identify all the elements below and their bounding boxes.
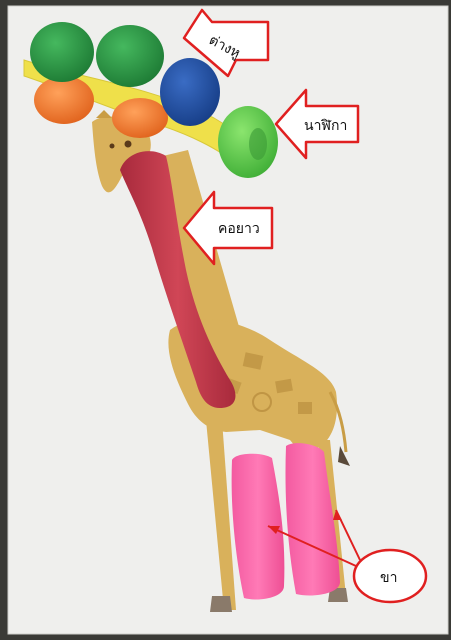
light-green-clay-ball: [218, 106, 278, 178]
label-legs: ขา: [380, 567, 397, 589]
label-clock: นาฬิกา: [304, 115, 347, 137]
label-neck: คอยาว: [218, 218, 260, 240]
blue-clay-ball: [160, 58, 220, 126]
